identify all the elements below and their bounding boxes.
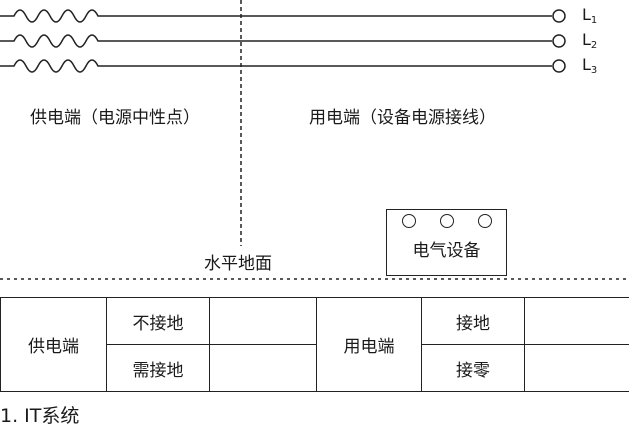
load-side-label: 用电端（设备电源接线） — [309, 108, 496, 128]
load-option-grounding: 接地 — [421, 297, 525, 345]
terminal-l1 — [552, 9, 566, 23]
ground-label: 水平地面 — [204, 254, 272, 274]
device-terminal-2 — [440, 214, 454, 228]
load-answer-2[interactable] — [524, 344, 629, 392]
phase-line-2 — [0, 34, 552, 48]
supply-option-grounded: 需接地 — [106, 344, 210, 392]
load-answer-1[interactable] — [524, 297, 629, 345]
device-terminals — [387, 214, 506, 234]
wiring-canvas — [0, 0, 629, 280]
device-terminal-1 — [402, 214, 416, 228]
figure-caption: 1. IT系统 — [0, 405, 80, 427]
supply-answer-2[interactable] — [209, 344, 317, 392]
supply-option-ungrounded: 不接地 — [106, 297, 210, 345]
supply-answer-1[interactable] — [209, 297, 317, 345]
phase-label-3: L3 — [582, 55, 598, 77]
table-row: 供电端 不接地 用电端 接地 — [0, 297, 629, 392]
phase-label-1: L1 — [582, 5, 598, 27]
device-label: 电气设备 — [412, 241, 481, 261]
phase-line-1 — [0, 9, 552, 23]
grounding-table: 供电端 不接地 用电端 接地 需接地 接零 — [0, 297, 629, 392]
load-option-neutral: 接零 — [421, 344, 525, 392]
phase-label-2: L2 — [582, 30, 598, 52]
load-side-cell: 用电端 — [316, 297, 422, 392]
table-row: 需接地 接零 — [1, 344, 629, 392]
terminal-l2 — [552, 34, 566, 48]
terminal-l3 — [552, 59, 566, 73]
device-terminal-3 — [478, 214, 492, 228]
electrical-device: 电气设备 — [386, 209, 507, 276]
supply-side-cell: 供电端 — [0, 297, 107, 392]
supply-side-label: 供电端（电源中性点） — [30, 108, 200, 128]
phase-line-3 — [0, 59, 552, 73]
